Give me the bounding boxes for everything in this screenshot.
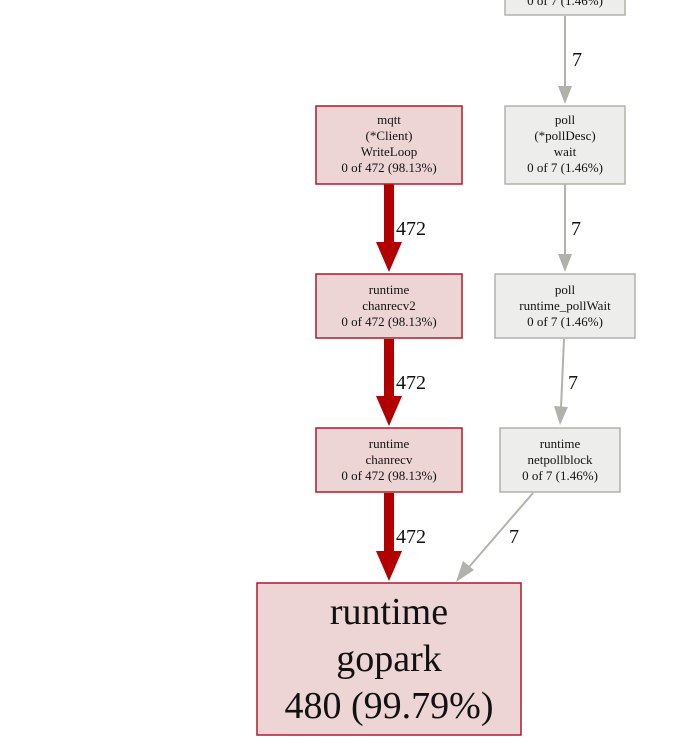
node-label-line: wait <box>554 144 577 159</box>
node-mqtt-writeloop[interactable]: mqtt (*Client) WriteLoop 0 of 472 (98.13… <box>315 105 463 185</box>
node-label-line: 0 of 7 (1.46%) <box>527 314 603 329</box>
node-label-line: 0 of 472 (98.13%) <box>341 160 436 175</box>
edge-top-to-polldesc-wait[interactable]: 7 <box>558 16 582 104</box>
node-label-line: (*Client) <box>366 128 413 143</box>
node-label-line: chanrecv2 <box>362 298 415 313</box>
node-label-line: runtime_pollWait <box>519 298 611 313</box>
node-label-line: 480 (99.79%) <box>285 685 494 727</box>
node-label-line: runtime <box>369 436 410 451</box>
node-label-line: runtime <box>540 436 581 451</box>
edge-label: 472 <box>396 218 426 240</box>
node-label-line: chanrecv <box>366 452 413 467</box>
node-label-line: 0 of 472 (98.13%) <box>341 468 436 483</box>
node-label-line: runtime <box>369 282 410 297</box>
node-runtime-netpollblock[interactable]: runtime netpollblock 0 of 7 (1.46%) <box>499 427 621 493</box>
edge-netpollblock-to-gopark[interactable]: 7 <box>456 492 534 582</box>
node-label-line: poll <box>555 282 576 297</box>
node-label-line: 0 of 7 (1.46%) <box>522 468 598 483</box>
edge-chanrecv-to-gopark[interactable]: 472 <box>376 493 426 581</box>
edge-writeloop-to-chanrecv2[interactable]: 472 <box>376 184 426 272</box>
node-label-line: poll <box>555 112 576 127</box>
edge-polldesc-wait-to-pollwait[interactable]: 7 <box>558 184 581 272</box>
edge-label: 7 <box>572 49 582 71</box>
edge-label: 7 <box>509 526 519 548</box>
node-poll-runtime-pollwait[interactable]: poll runtime_pollWait 0 of 7 (1.46%) <box>494 273 636 339</box>
node-top-cut[interactable]: 0 of 7 (1.46%) <box>504 0 626 16</box>
edge-label: 472 <box>396 372 426 394</box>
edge-pollwait-to-netpollblock[interactable]: 7 <box>554 338 578 425</box>
edge-label: 472 <box>396 526 426 548</box>
node-runtime-chanrecv[interactable]: runtime chanrecv 0 of 472 (98.13%) <box>315 427 463 493</box>
node-label-line: gopark <box>336 638 442 680</box>
edge-label: 7 <box>568 372 578 394</box>
node-label-line: WriteLoop <box>361 144 418 159</box>
node-runtime-chanrecv2[interactable]: runtime chanrecv2 0 of 472 (98.13%) <box>315 273 463 339</box>
node-label-line: netpollblock <box>528 452 593 467</box>
edge-chanrecv2-to-chanrecv[interactable]: 472 <box>376 339 426 426</box>
node-poll-polldesc-wait[interactable]: poll (*pollDesc) wait 0 of 7 (1.46%) <box>504 105 626 185</box>
node-label-line: 0 of 7 (1.46%) <box>527 0 603 8</box>
node-label-line: (*pollDesc) <box>534 128 595 143</box>
node-label-line: runtime <box>330 591 448 633</box>
node-runtime-gopark[interactable]: runtime gopark 480 (99.79%) <box>256 582 522 736</box>
node-label-line: 0 of 472 (98.13%) <box>341 314 436 329</box>
node-label-line: 0 of 7 (1.46%) <box>527 160 603 175</box>
node-label-line: mqtt <box>377 112 401 127</box>
edge-label: 7 <box>571 218 581 240</box>
